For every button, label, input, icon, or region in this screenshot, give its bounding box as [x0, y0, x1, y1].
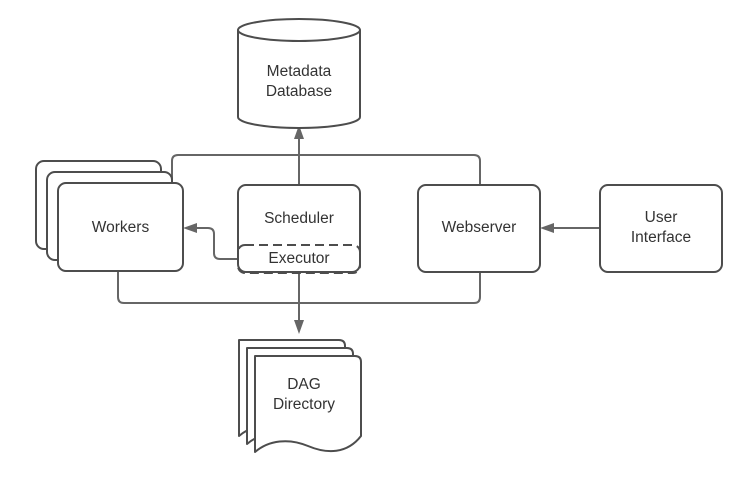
- user-interface-label-line1: User: [645, 209, 678, 226]
- arrowhead-down-dag-directory: [294, 320, 304, 334]
- node-user-interface[interactable]: User Interface: [599, 184, 723, 273]
- edge-workers-webserver-top-bus: [171, 154, 481, 185]
- node-dag-directory[interactable]: DAG Directory: [238, 339, 362, 453]
- cylinder-top-ellipse: [237, 18, 361, 42]
- webserver-box: [417, 184, 541, 273]
- webserver-label: Webserver: [442, 219, 517, 236]
- connector-layer: [117, 125, 600, 334]
- dag-directory-label-line1: DAG: [287, 376, 321, 393]
- scheduler-label: Scheduler: [264, 210, 334, 227]
- executor-box: [237, 244, 361, 274]
- node-webserver[interactable]: Webserver: [417, 184, 541, 273]
- executor-label: Executor: [268, 250, 329, 267]
- metadata-database-label-line1: Metadata: [267, 63, 332, 80]
- workers-label: Workers: [92, 219, 150, 236]
- metadata-database-label-line2: Database: [266, 83, 332, 100]
- edge-executor-to-workers: [192, 227, 238, 260]
- dag-directory-label-line2: Directory: [273, 396, 335, 413]
- arrowhead-left-webserver: [540, 223, 554, 233]
- workers-stack-layer-1: [57, 182, 184, 272]
- dag-directory-stack-layer-1: [254, 355, 362, 453]
- user-interface-box: [599, 184, 723, 273]
- node-executor[interactable]: Executor: [237, 244, 361, 274]
- arrowhead-up-metadata-database: [294, 125, 304, 139]
- cylinder-body: [237, 29, 361, 129]
- user-interface-label-line2: Interface: [631, 229, 691, 246]
- node-metadata-database[interactable]: Metadata Database: [237, 18, 361, 129]
- node-workers[interactable]: Workers: [35, 160, 184, 272]
- arrowhead-left-workers: [183, 223, 197, 233]
